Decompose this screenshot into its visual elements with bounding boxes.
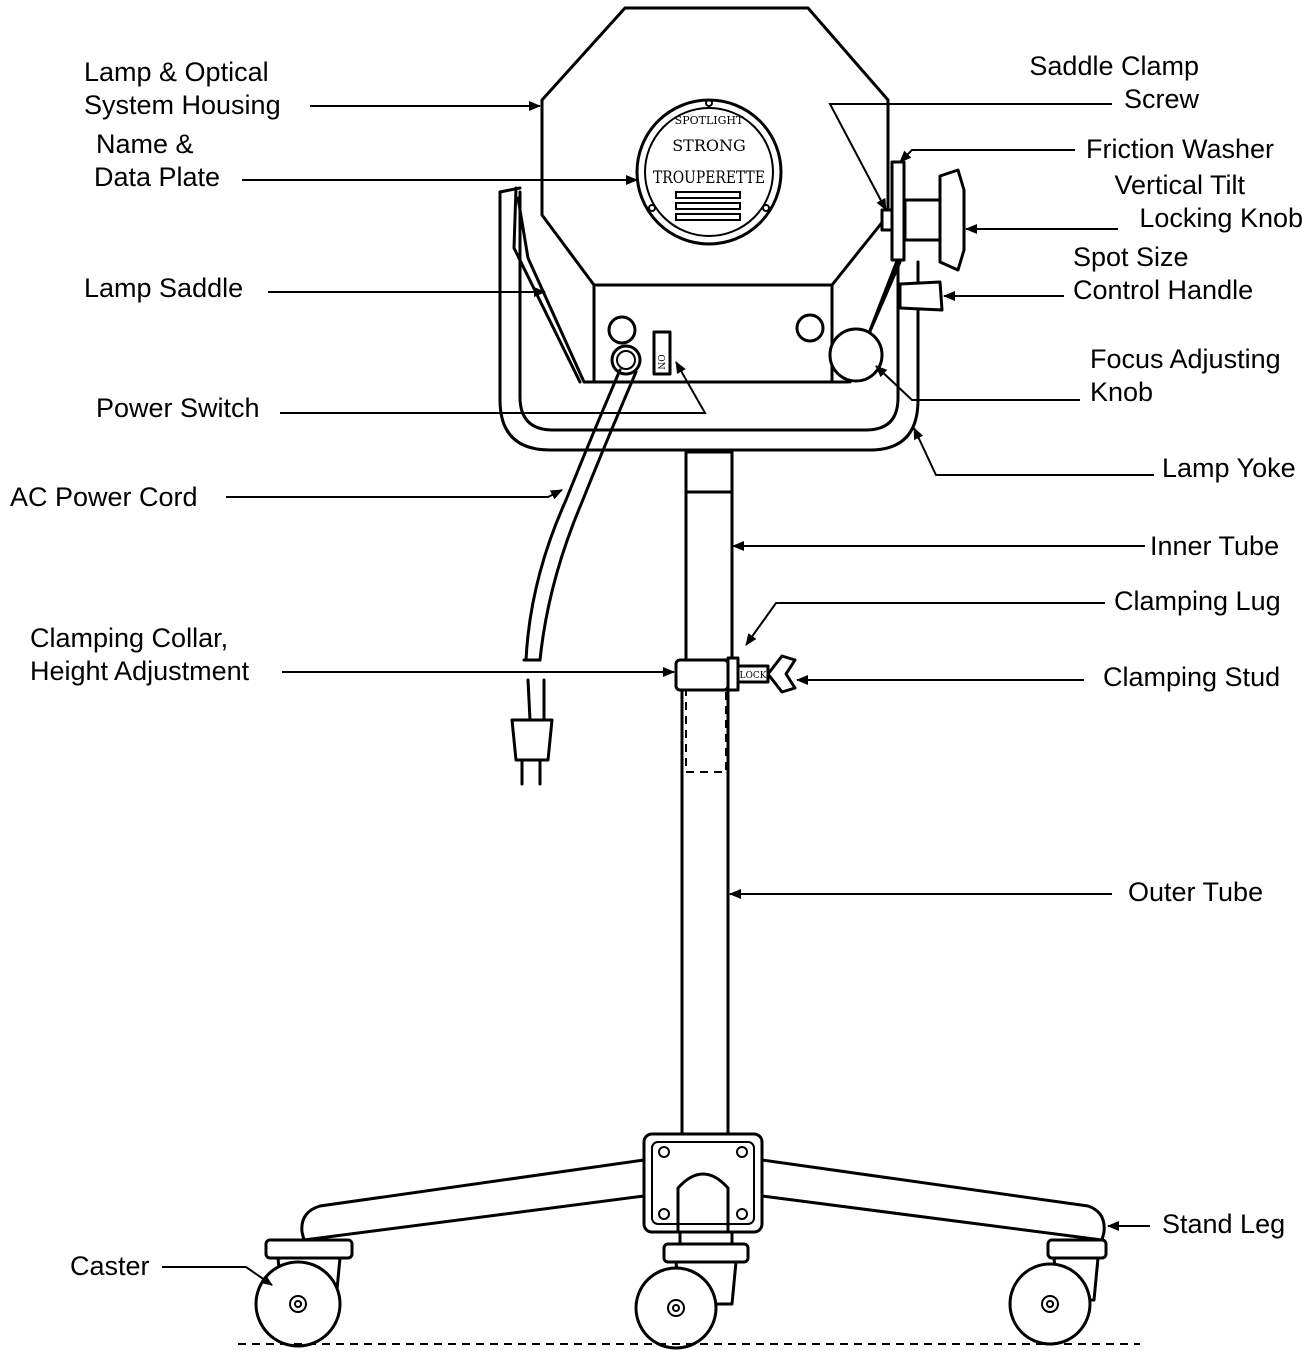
label-friction-washer: Friction Washer xyxy=(1086,134,1275,164)
outer-tube xyxy=(680,688,730,1136)
label-clamping-lug: Clamping Lug xyxy=(1114,586,1281,616)
caster-right xyxy=(1008,1238,1108,1346)
focus-knob xyxy=(828,327,884,383)
inner-tube xyxy=(684,450,734,662)
friction-washer xyxy=(890,160,906,262)
name-data-plate: SPOTLIGHT STRONG TROUPERETTE xyxy=(635,98,783,246)
lamp-yoke xyxy=(498,190,920,452)
plate-line-3: TROUPERETTE xyxy=(653,168,765,188)
label-clamping-stud: Clamping Stud xyxy=(1103,662,1281,692)
label-stand-leg: Stand Leg xyxy=(1162,1209,1286,1239)
label-inner-tube: Inner Tube xyxy=(1150,531,1280,561)
stand-leg-left xyxy=(300,1158,646,1242)
label-ac-power-cord: AC Power Cord xyxy=(10,482,198,512)
caster-center xyxy=(634,1242,750,1350)
label-name-plate: Name &Data Plate xyxy=(94,129,221,192)
plug xyxy=(510,718,554,762)
label-lamp-yoke: Lamp Yoke xyxy=(1162,453,1296,483)
stud-text: LOCK xyxy=(740,671,767,681)
switch-text: ON xyxy=(655,354,665,369)
label-caster: Caster xyxy=(70,1251,150,1281)
label-lamp-saddle: Lamp Saddle xyxy=(84,273,244,303)
label-clamping-collar: Clamping Collar,Height Adjustment xyxy=(30,623,250,686)
plate-line-1: SPOTLIGHT xyxy=(675,114,744,127)
power-switch xyxy=(652,330,672,376)
label-outer-tube: Outer Tube xyxy=(1128,877,1264,907)
plate-line-2: STRONG xyxy=(672,136,746,155)
caster-left xyxy=(254,1238,354,1348)
spot-size-handle xyxy=(898,280,944,312)
label-power-switch: Power Switch xyxy=(96,393,260,423)
leader-lines xyxy=(162,101,1154,1286)
vertical-tilt-knob xyxy=(903,198,947,242)
clamping-collar xyxy=(674,658,730,692)
stand-leg-right xyxy=(760,1158,1106,1242)
